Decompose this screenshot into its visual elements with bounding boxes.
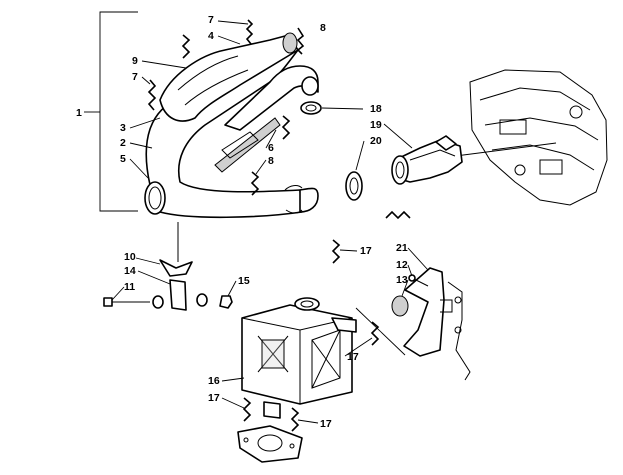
callout-18: 18 [370,103,382,115]
bracket-21 [403,267,471,381]
spring-17-bottom-left [242,397,252,422]
callout-leaders [111,20,429,424]
spring-17-bottom-right [290,407,300,432]
gasket-18 [300,101,322,115]
hanger-10 [159,222,193,277]
callout-17-right: 17 [347,351,359,363]
assembly-bracket [84,11,138,212]
bolt-11 [103,295,164,309]
callout-17-bottom-left: 17 [208,392,220,404]
callout-3: 3 [120,122,126,134]
engine-outline [439,69,608,206]
exhaust-manifold-19 [391,135,463,185]
callout-5: 5 [120,153,126,165]
callout-17-bottom-right: 17 [320,418,332,430]
leader-line-bracket [355,307,406,356]
spring-8-mid [281,115,291,140]
callout-8-mid: 8 [268,155,274,167]
spring-17-right [370,321,380,346]
callout-7-top: 7 [208,14,214,26]
grommet-13 [391,295,409,317]
callout-16: 16 [208,375,220,387]
manifold-gasket-20 [345,171,363,201]
callout-19: 19 [370,119,382,131]
spring-17-upper [331,239,341,264]
muffler-16 [241,297,357,419]
callout-9: 9 [132,55,138,67]
muffler-gasket [237,425,303,463]
spring-7-top [245,19,254,45]
callout-11: 11 [124,281,135,293]
bushing-14 [169,279,187,311]
callout-2: 2 [120,137,126,149]
spring-7-left [147,79,157,111]
callout-labels: 1 7 4 8 9 7 3 2 5 6 8 18 19 20 10 14 11 … [76,14,408,430]
callout-12: 12 [396,259,408,271]
callout-21: 21 [396,242,408,254]
callout-17-upper: 17 [360,245,372,257]
callout-4: 4 [208,30,214,42]
callout-20: 20 [370,135,382,147]
callout-6: 6 [268,142,274,154]
spring-8-top [296,27,305,55]
callout-1: 1 [76,107,82,119]
spring-8-lower [250,171,260,196]
callout-14: 14 [124,265,136,277]
callout-10: 10 [124,251,136,263]
spring-7-mid [181,34,191,59]
callout-7-left: 7 [132,71,138,83]
callout-8-top: 8 [320,22,326,34]
expansion-chamber [144,32,319,219]
washer-nut-15 [196,293,233,309]
callout-13: 13 [396,274,408,286]
callout-15: 15 [238,275,250,287]
spring-17-top-right [385,210,411,220]
